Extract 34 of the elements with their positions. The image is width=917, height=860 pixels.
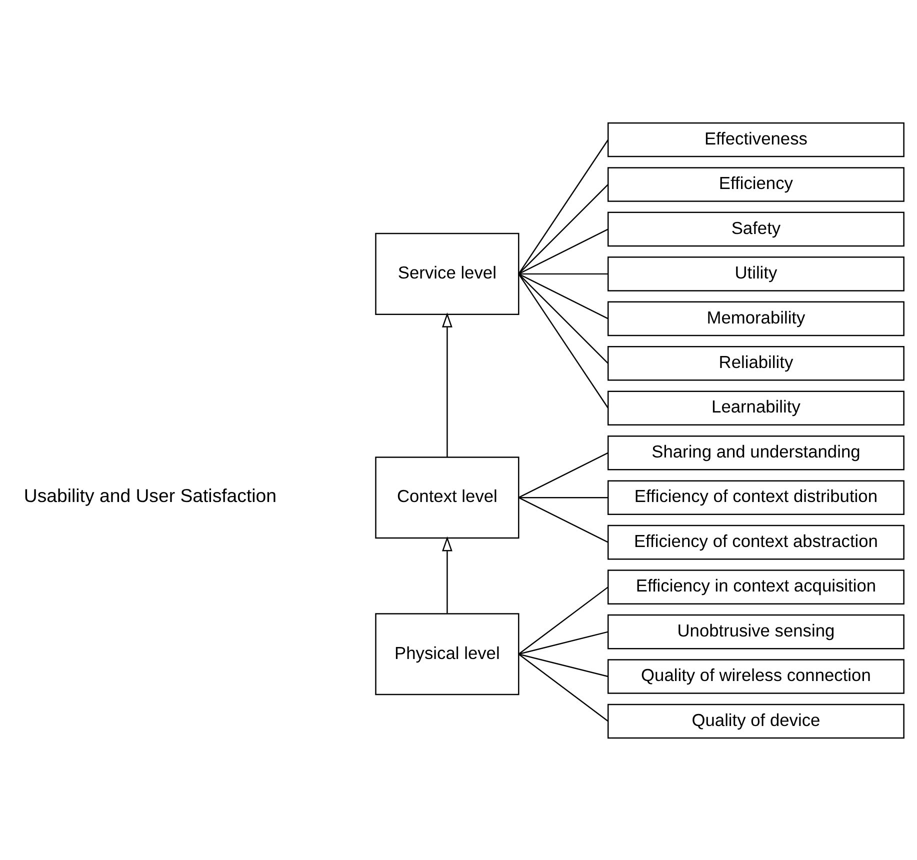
connector [518,630,608,654]
node-box: Safety [606,211,904,246]
connector [518,184,608,274]
node-box: Unobtrusive sensing [606,614,904,649]
node-box: Reliability [606,346,904,380]
node-box: Effectiveness [606,122,904,157]
connector [518,272,608,319]
connector [518,452,608,498]
connector [518,228,608,274]
connector [518,273,608,364]
connector [518,496,608,542]
connector [518,653,608,722]
node-box: Sharing and understanding [606,434,904,470]
node-box: Service level [374,232,519,314]
arrow [441,536,452,613]
connector [518,653,608,677]
node-box: Quality of wireless connection [606,658,904,694]
connector [518,273,608,408]
connector [518,138,608,274]
node-box: Efficiency of context distribution [606,480,904,514]
node-box: Efficiency of context abstraction [606,524,904,560]
node-box: Learnability [606,390,904,426]
node-box: Physical level [374,612,519,695]
connector [518,586,608,654]
node-box: Utility [606,256,904,291]
node-box: Efficiency [606,166,904,202]
node-box: Quality of device [606,703,904,738]
node-box: Context level [374,456,519,538]
label: Usability and User Satisfaction [23,484,276,506]
connector [518,272,608,274]
node-box: Memorability [606,300,904,336]
connector [518,496,608,498]
node-box: Efficiency in context acquisition [606,569,904,604]
arrow [441,312,452,456]
